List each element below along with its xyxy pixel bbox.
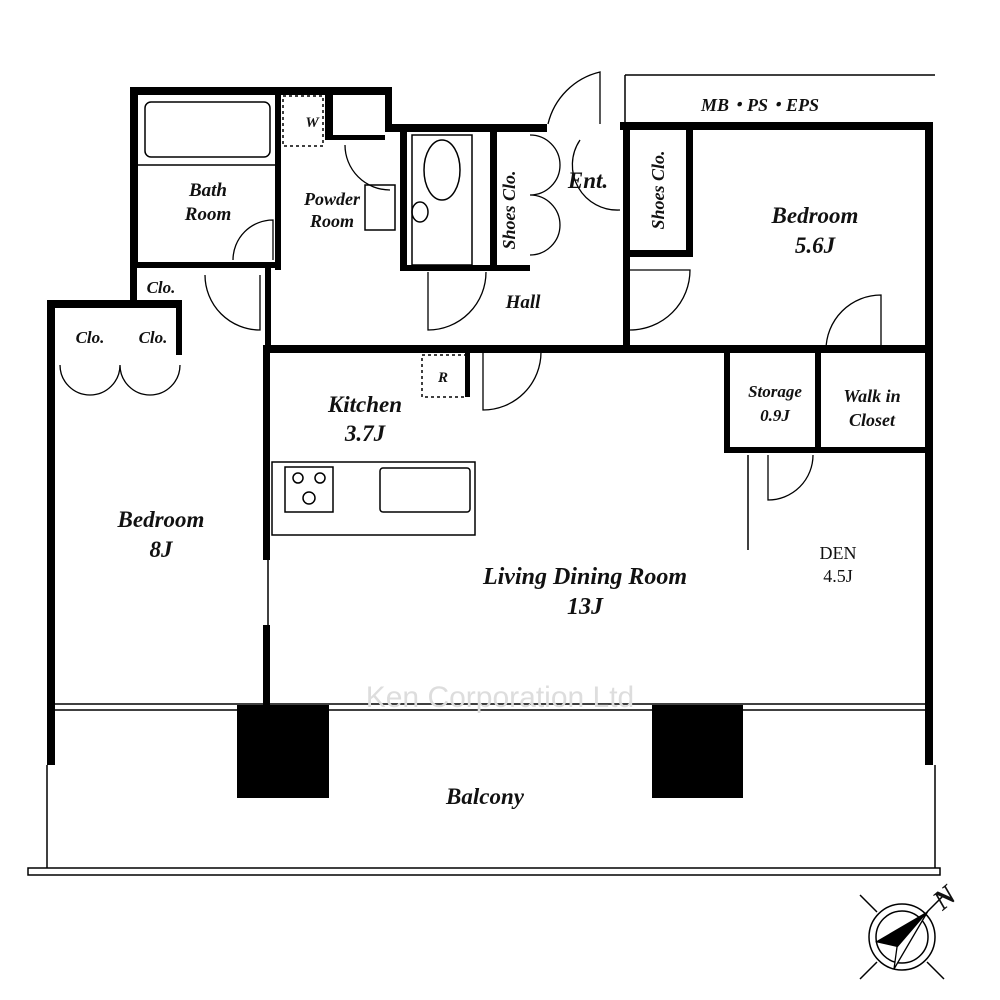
fixtures	[138, 95, 476, 536]
label-shoes-right: Shoes Clo.	[648, 150, 668, 229]
label-bedroom-w: Bedroom	[117, 507, 205, 532]
label-den-size: 4.5J	[823, 566, 853, 586]
label-washer: W	[305, 115, 320, 131]
bathtub	[144, 101, 271, 158]
stove	[284, 466, 334, 513]
washer-space	[282, 95, 324, 147]
label-clo-small: Clo.	[147, 278, 176, 297]
room-labels: Bath Room Powder Room W Shoes Clo. Ent. …	[76, 95, 901, 809]
label-powder-2: Room	[309, 211, 354, 231]
label-balcony: Balcony	[445, 784, 525, 809]
doors	[59, 71, 882, 501]
toilet-sink	[411, 201, 429, 223]
label-living: Living Dining Room	[482, 564, 687, 590]
label-bedroom-ne-size: 5.6J	[795, 233, 837, 258]
label-storage-size: 0.9J	[760, 406, 790, 425]
label-bedroom-w-size: 8J	[150, 537, 175, 562]
toilet-room	[411, 134, 473, 266]
label-clo-a: Clo.	[76, 328, 105, 347]
label-entrance: Ent.	[567, 168, 608, 193]
label-mb-ps-eps: MB・PS・EPS	[700, 95, 819, 115]
column-right	[652, 705, 743, 798]
sink	[379, 467, 471, 513]
compass-north-label: N	[926, 879, 964, 918]
label-walk-in: Walk in	[843, 386, 900, 406]
label-bath: Bath	[188, 180, 227, 201]
powder-sink	[364, 184, 396, 231]
label-kitchen: Kitchen	[327, 392, 402, 417]
label-refrigerator: R	[437, 370, 448, 386]
label-walk-in-2: Closet	[849, 410, 896, 430]
refrigerator-space	[421, 354, 468, 398]
watermark: Ken Corporation Ltd	[366, 681, 635, 714]
label-storage: Storage	[748, 382, 802, 401]
walls	[47, 87, 933, 798]
windows	[27, 74, 941, 876]
label-shoes-left: Shoes Clo.	[499, 170, 519, 249]
label-kitchen-size: 3.7J	[344, 421, 387, 446]
label-hall: Hall	[505, 292, 542, 313]
column-left	[237, 705, 329, 798]
label-den: DEN	[820, 543, 857, 563]
kitchen-counter	[271, 461, 476, 536]
label-clo-b: Clo.	[139, 328, 168, 347]
label-living-size: 13J	[567, 594, 604, 620]
label-bath-2: Room	[184, 204, 231, 225]
label-powder: Powder	[303, 189, 361, 209]
label-bedroom-ne: Bedroom	[771, 203, 859, 228]
compass-icon: N	[859, 879, 964, 980]
toilet	[423, 139, 461, 201]
